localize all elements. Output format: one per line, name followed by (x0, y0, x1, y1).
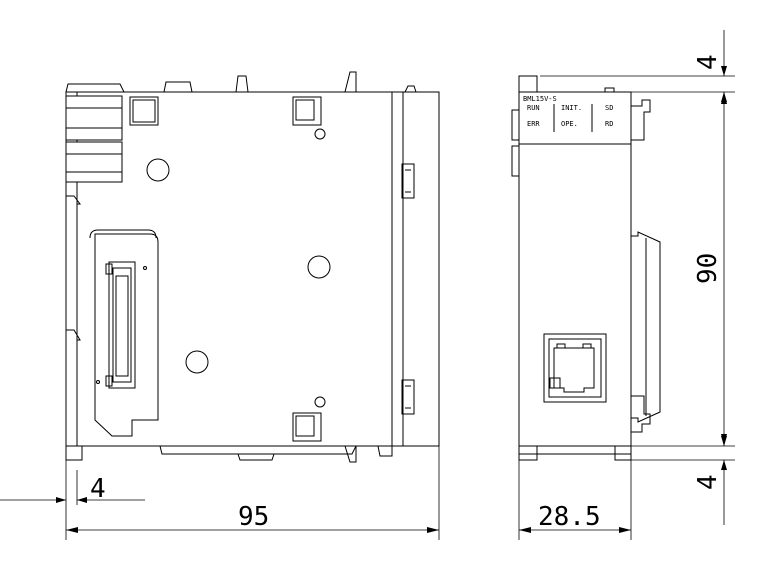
front-cable-guide (631, 231, 661, 423)
led-run-label: RUN (527, 104, 540, 112)
front-right-clip-upper (631, 99, 651, 141)
side-latch-2 (292, 96, 322, 126)
side-hole-small-top (314, 128, 326, 140)
dim-side-offset-label: 4 (90, 474, 106, 504)
front-view: BML15V-S RUN ERR INIT. OPE. SD RD (511, 75, 661, 461)
led-rd-label: RD (605, 120, 613, 128)
front-left-tab-lower (511, 145, 520, 177)
side-port-lower (65, 141, 123, 183)
dim-height-label: 90 (693, 253, 723, 284)
front-right-clip-lower (631, 395, 651, 433)
side-connector-panel (94, 233, 159, 437)
side-hole-1 (146, 158, 170, 182)
ethernet-led-right (582, 343, 592, 349)
side-view (65, 71, 440, 463)
side-port-upper (65, 95, 123, 141)
side-slot-lower (401, 379, 415, 415)
dimension-lines: 4 95 28.5 4 90 4 (0, 30, 735, 540)
led-err-label: ERR (527, 120, 540, 128)
side-view-body (65, 91, 440, 447)
led-panel (518, 91, 632, 145)
front-left-tab-upper (511, 109, 520, 141)
led-sd-label: SD (605, 104, 613, 112)
led-init-label: INIT. (561, 104, 582, 112)
dim-bottom-offset-label: 4 (693, 474, 723, 490)
dim-width-side-label: 95 (238, 502, 269, 532)
dim-width-front-label: 28.5 (538, 502, 601, 532)
ethernet-led-left (556, 343, 566, 349)
model-label: BML15V-S (523, 95, 557, 103)
side-hole-small-bottom (314, 396, 326, 408)
side-slot-upper (401, 163, 415, 199)
led-ope-label: OPE. (561, 120, 578, 128)
side-hole-3 (185, 350, 209, 374)
side-latch-3 (292, 412, 322, 442)
side-latch-1 (129, 96, 159, 126)
side-hole-2 (307, 255, 331, 279)
side-connector (108, 261, 136, 389)
dim-top-offset-label: 4 (693, 54, 723, 70)
